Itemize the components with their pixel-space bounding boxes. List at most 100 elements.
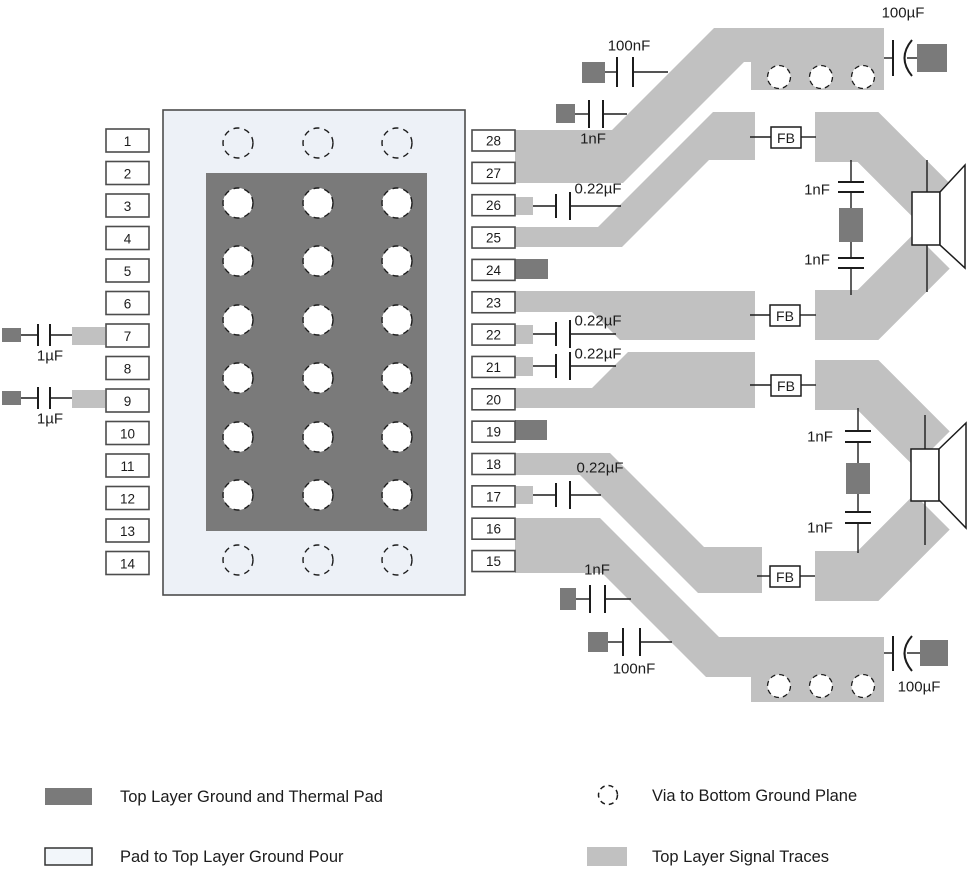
pin-box-right [471, 420, 516, 443]
pin-box-right [471, 161, 516, 185]
pin-number: 23 [486, 295, 501, 310]
chip [162, 109, 466, 596]
pin-number: 19 [486, 425, 501, 440]
pin-box-left [105, 323, 150, 348]
pin-number: 6 [124, 297, 132, 312]
trace-pvcc-bottom [515, 518, 884, 702]
pad-pin21 [515, 357, 533, 376]
label-022uf-pin26: 0.22µF [575, 181, 622, 198]
speaker-wires [924, 160, 928, 545]
thermal-via-icon [302, 362, 334, 394]
pin-number: 4 [124, 232, 132, 247]
label-100uf-top: 100µF [882, 5, 925, 22]
pin-box-left [105, 420, 150, 446]
via-icon [222, 544, 254, 576]
pin-box-left [105, 485, 150, 511]
cap-1nf-top [575, 100, 627, 128]
legend-traces-swatch [587, 847, 627, 866]
label-1uf-pin7: 1µF [37, 348, 63, 365]
trace-out1p [515, 112, 755, 247]
cap-022uf-pin26 [533, 192, 621, 220]
cap-1uf-pin9 [21, 387, 72, 409]
pin-number: 11 [120, 459, 134, 474]
snubber2 [845, 408, 871, 553]
via-icon [808, 64, 834, 90]
pin-box-left [105, 355, 150, 381]
pin-box-right [471, 355, 516, 379]
legend-pour-swatch [44, 847, 93, 866]
via-icon [302, 544, 334, 576]
ground-sq-1nf-top [556, 104, 575, 123]
speaker-2 [910, 421, 967, 530]
signal-traces [72, 28, 950, 702]
pin-box-right [471, 387, 516, 411]
ferrite-bead-3: FB [770, 374, 802, 397]
label-022uf-pin17: 0.22µF [577, 460, 624, 477]
pin-number: 15 [486, 554, 501, 569]
chip-via-group [222, 127, 413, 576]
pin-number: 8 [124, 362, 132, 377]
pin-number: 21 [486, 360, 501, 375]
label-snub1-cap2: 1nF [804, 252, 830, 269]
ferrite-bead-2: FB [769, 304, 801, 327]
via-icon [222, 127, 254, 159]
legend-via-label: Via to Bottom Ground Plane [652, 787, 857, 805]
snubber1-ground-element [839, 208, 863, 242]
thermal-via-icon [381, 479, 413, 511]
via-icon [302, 127, 334, 159]
label-snub2-cap1: 1nF [807, 429, 833, 446]
pin-number: 20 [486, 392, 501, 407]
thermal-via-icon [381, 187, 413, 219]
fb4-label: FB [776, 569, 794, 585]
thermal-via-icon [302, 304, 334, 336]
cap-022uf-pin22 [533, 320, 616, 348]
pin-box-left [105, 453, 150, 478]
label-022uf-pin22: 0.22µF [575, 313, 622, 330]
pin-number: 22 [486, 328, 501, 343]
trace-fb3-speaker [815, 360, 950, 467]
trace-fb2-speaker [815, 233, 950, 340]
pin-number: 18 [486, 457, 501, 472]
ground-pad-pin24 [515, 259, 548, 279]
pin-box-left [105, 160, 150, 186]
ground-sq-100uf-bottom [920, 640, 948, 666]
pin-box-right [471, 226, 516, 249]
pad-pin26 [515, 197, 533, 215]
pin-number: 16 [486, 522, 501, 537]
legend-traces-label: Top Layer Signal Traces [652, 848, 829, 866]
pin-number: 12 [120, 492, 135, 507]
legend-pour-label: Pad to Top Layer Ground Pour [120, 848, 344, 866]
pin-box-right [471, 258, 516, 282]
legend-thermal-label: Top Layer Ground and Thermal Pad [120, 788, 383, 806]
pad-pin7 [72, 327, 105, 345]
ground-shapes [2, 44, 948, 666]
pin-box-left [105, 225, 150, 251]
ground-sq-100uf-top [917, 44, 947, 72]
via-icon [766, 64, 792, 90]
thermal-via-icon [222, 421, 254, 453]
via-icon [381, 127, 413, 159]
label-022uf-pin21: 0.22µF [575, 346, 622, 363]
pin-box-left [105, 550, 150, 576]
label-100nf-bottom: 100nF [613, 661, 656, 678]
fb2-label: FB [776, 308, 794, 324]
pin-number: 2 [124, 167, 132, 182]
label-100uf-bottom: 100µF [898, 679, 941, 696]
trace-out1n [515, 291, 755, 340]
legend: Top Layer Ground and Thermal Pad Via to … [44, 784, 857, 866]
cap-022uf-pin17 [533, 481, 601, 509]
legend-via-icon [597, 784, 619, 806]
pad-pin22 [515, 325, 533, 344]
label-1uf-pin9: 1µF [37, 411, 63, 428]
pin-box-left [105, 128, 150, 153]
ground-sq-100nf-bottom [588, 632, 608, 652]
pin-box-right [471, 485, 516, 508]
pin-box-right [471, 290, 516, 314]
chip-thermal-pad [206, 173, 427, 531]
ferrite-beads: FB FB FB FB [769, 126, 802, 588]
pin-number: 13 [120, 524, 135, 539]
trace-out2n [515, 453, 762, 593]
pin-box-left [105, 290, 150, 316]
trace-band-vias [766, 64, 876, 699]
